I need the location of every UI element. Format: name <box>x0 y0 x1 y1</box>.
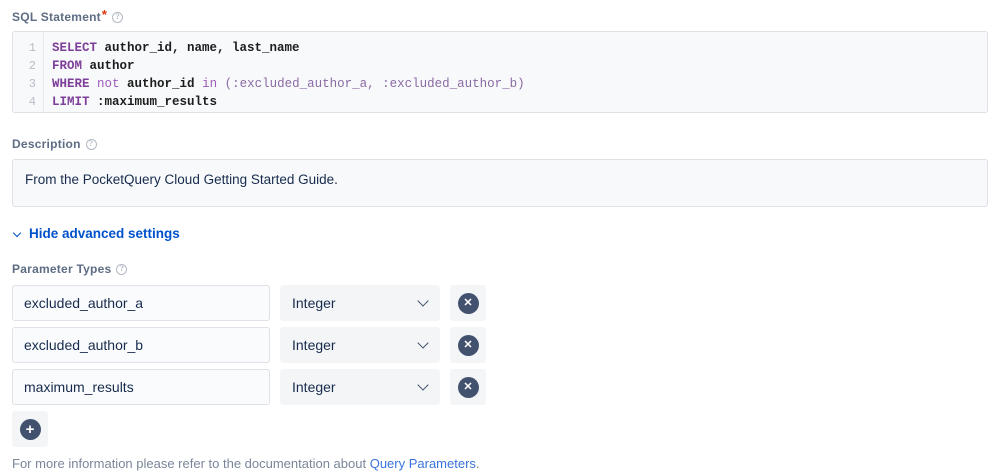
hide-advanced-settings-toggle[interactable]: Hide advanced settings <box>14 226 180 241</box>
chevron-down-icon <box>417 337 429 349</box>
sql-token: in <box>202 77 218 91</box>
line-code: WHERE not author_id in (:excluded_author… <box>43 75 525 93</box>
description-input[interactable]: From the PocketQuery Cloud Getting Start… <box>12 159 988 207</box>
help-circle-icon[interactable]: ? <box>85 138 97 150</box>
description-label-row: Description ? <box>12 136 1000 152</box>
sql-token: (:excluded_author_a, :excluded_author_b) <box>224 77 525 91</box>
description-label: Description ? <box>12 136 1000 152</box>
query-parameters-link[interactable]: Query Parameters <box>369 456 476 471</box>
line-number: 2 <box>28 59 36 73</box>
footer-note-text-after: . <box>475 456 480 471</box>
close-circle-icon: ✕ <box>457 292 479 314</box>
parameter-name-input[interactable] <box>12 285 270 321</box>
help-circle-icon[interactable]: ? <box>112 11 124 23</box>
description-label-text: Description <box>12 137 81 151</box>
sql-token: LIMIT <box>52 95 90 109</box>
line-code: FROM author <box>43 57 135 75</box>
parameter-type-value: Integer <box>292 337 336 353</box>
parameter-type-select[interactable]: Integer <box>280 285 440 321</box>
sql-statement-label-text: SQL Statement <box>12 10 101 24</box>
sql-statement-editor[interactable]: 1 SELECT author_id, name, last_name 2 FROM … <box>12 31 988 113</box>
sql-token: author_id, name, last_name <box>97 41 300 55</box>
parameter-type-select[interactable]: Integer <box>280 327 440 363</box>
parameter-row: Integer ✕ <box>12 327 1000 363</box>
chevron-down-icon <box>14 230 22 238</box>
sql-token: FROM <box>52 59 83 73</box>
sql-code-line: 2 FROM author <box>13 57 987 75</box>
parameter-types-label-row: Parameter Types ? <box>12 261 1000 277</box>
parameter-rows-list: Integer ✕ Integer ✕ Integer ✕ <box>0 285 1000 405</box>
parameter-types-label-text: Parameter Types <box>12 262 112 276</box>
sql-statement-label-row: SQL Statement * ? <box>12 7 1000 25</box>
sql-token: author <box>82 59 135 73</box>
chevron-down-icon <box>417 295 429 307</box>
help-circle-icon[interactable]: ? <box>116 263 128 275</box>
sql-code-line: 3 WHERE not author_id in (:excluded_autho… <box>13 75 987 93</box>
line-code: SELECT author_id, name, last_name <box>43 39 300 57</box>
parameter-row: Integer ✕ <box>12 369 1000 405</box>
sql-token: SELECT <box>52 41 98 55</box>
gutter-divider <box>43 32 44 112</box>
plus-circle-icon: + <box>19 418 41 440</box>
remove-parameter-button[interactable]: ✕ <box>450 285 486 321</box>
add-parameter-button[interactable]: + <box>12 411 48 447</box>
line-number: 1 <box>28 41 36 55</box>
footer-help-note: For more information please refer to the… <box>12 456 1000 472</box>
sql-token <box>217 77 225 91</box>
sql-token: :maximum_results <box>89 95 218 109</box>
footer-note-text-before: For more information please refer to the… <box>12 456 370 471</box>
line-code: LIMIT :maximum_results <box>43 93 217 111</box>
sql-token: not <box>97 77 120 91</box>
remove-parameter-button[interactable]: ✕ <box>450 327 486 363</box>
sql-token: author_id <box>119 77 203 91</box>
parameter-type-value: Integer <box>292 379 336 395</box>
sql-code-line: 4 LIMIT :maximum_results <box>13 93 987 111</box>
query-editor-form: SQL Statement * ? 1 SELECT author_id, nam… <box>0 7 1000 472</box>
line-number: 3 <box>28 77 36 91</box>
close-circle-icon: ✕ <box>457 376 479 398</box>
required-asterisk: * <box>101 7 108 22</box>
hide-advanced-settings-label: Hide advanced settings <box>29 226 180 241</box>
sql-token: WHERE <box>52 77 90 91</box>
parameter-type-select[interactable]: Integer <box>280 369 440 405</box>
line-number: 4 <box>28 95 36 109</box>
parameter-row: Integer ✕ <box>12 285 1000 321</box>
parameter-name-input[interactable] <box>12 369 270 405</box>
sql-code-lines: 1 SELECT author_id, name, last_name 2 FROM … <box>13 32 987 111</box>
remove-parameter-button[interactable]: ✕ <box>450 369 486 405</box>
sql-statement-label: SQL Statement * ? <box>12 7 1000 25</box>
parameter-types-label: Parameter Types ? <box>12 261 1000 277</box>
chevron-down-icon <box>417 379 429 391</box>
sql-code-line: 1 SELECT author_id, name, last_name <box>13 39 987 57</box>
sql-token <box>90 77 98 91</box>
parameter-type-value: Integer <box>292 295 336 311</box>
parameter-name-input[interactable] <box>12 327 270 363</box>
close-circle-icon: ✕ <box>457 334 479 356</box>
